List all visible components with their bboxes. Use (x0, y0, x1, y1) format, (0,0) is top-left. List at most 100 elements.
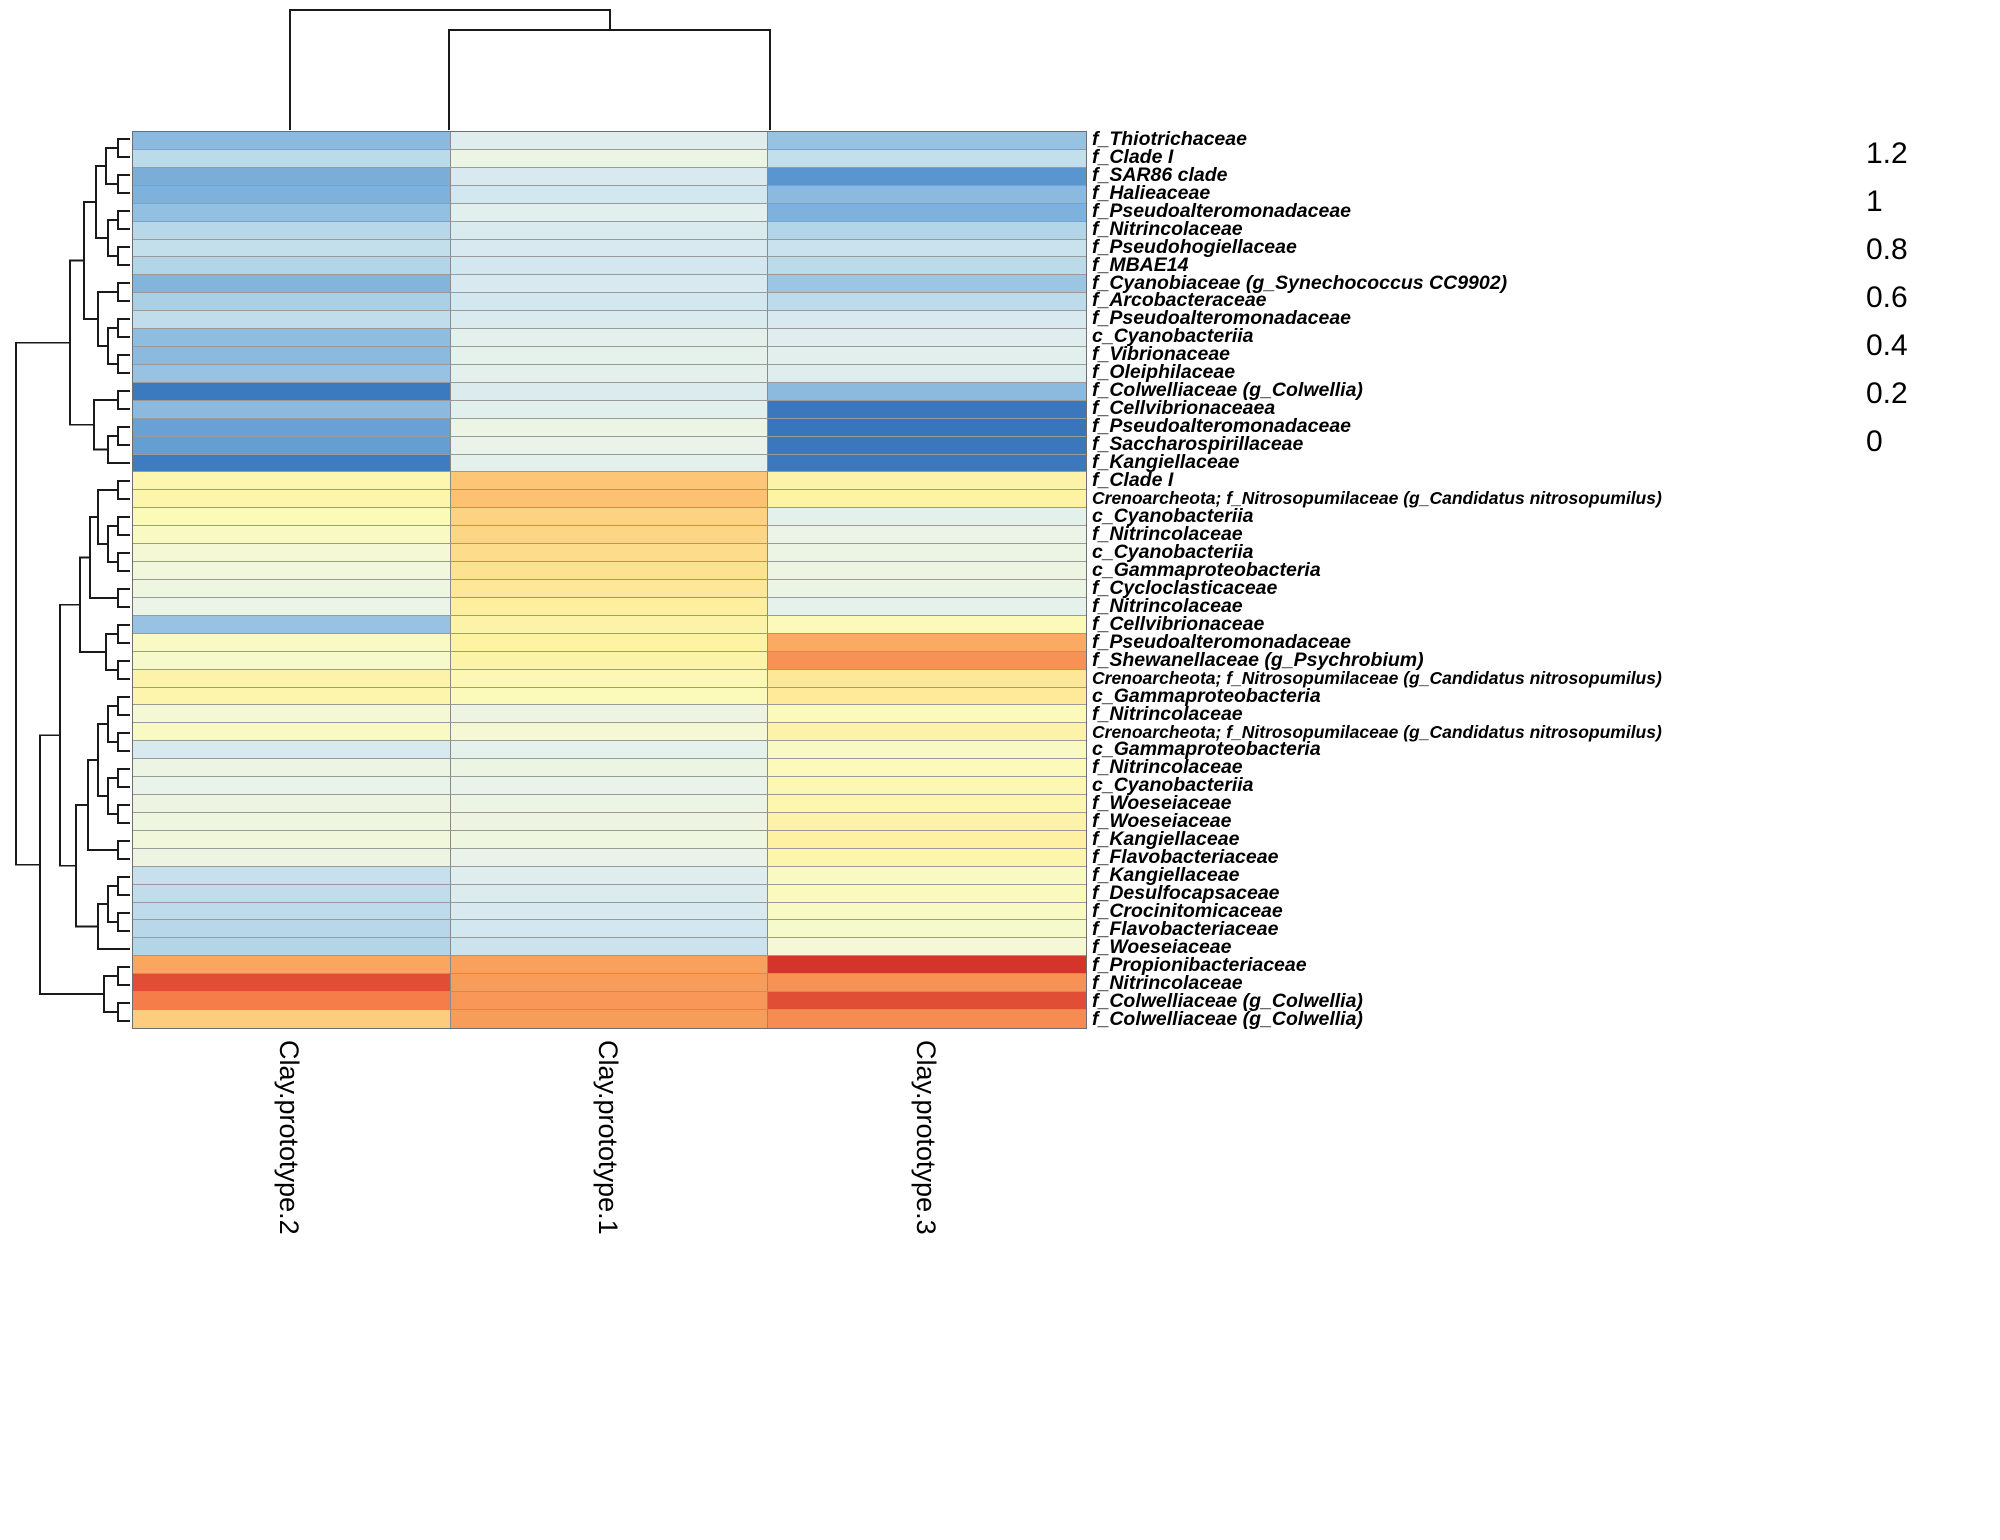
row-label: f_Crocinitomicaceae (1092, 900, 1283, 923)
heatmap-cell (133, 239, 451, 258)
heatmap-cell (450, 400, 769, 419)
heatmap-cell (768, 185, 1086, 204)
dendrogram-link (117, 354, 130, 374)
dendrogram-link (117, 426, 130, 446)
dendrogram-link (97, 903, 130, 950)
heatmap-cell (133, 436, 451, 455)
row-label: f_Colwelliaceae (g_Colwellia) (1092, 379, 1363, 402)
heatmap-cell (768, 239, 1086, 258)
dendrogram-link (117, 804, 130, 824)
heatmap-cell (768, 723, 1086, 742)
dendrogram-link (117, 318, 130, 338)
row-label: c_Cyanobacteriia (1092, 540, 1254, 563)
row-label: f_MBAE14 (1092, 253, 1189, 276)
dendrogram-link (107, 435, 130, 464)
dendrogram-link (59, 603, 80, 867)
heatmap-cell (133, 311, 451, 330)
row-label: f_Pseudoalteromonadaceae (1092, 630, 1352, 653)
heatmap-cell (450, 132, 769, 150)
dendrogram-link (117, 696, 130, 716)
row-label: f_Nitrincolaceae (1092, 756, 1243, 779)
row-label: f_Thiotrichaceae (1092, 127, 1247, 150)
row-label: f_Flavobacteriaceae (1092, 918, 1279, 941)
dendrogram-link (97, 723, 108, 797)
heatmap-cell (768, 884, 1086, 903)
heatmap-cell (768, 490, 1086, 509)
heatmap-cell (768, 454, 1086, 473)
heatmap-cell (133, 795, 451, 813)
dendrogram-link (93, 399, 118, 451)
heatmap-cell (768, 866, 1086, 885)
heatmap-grid (132, 131, 1087, 1029)
heatmap-cell (133, 902, 451, 921)
heatmap-cell (768, 938, 1086, 957)
heatmap-cell (133, 884, 451, 903)
row-label: f_Nitrincolaceae (1092, 702, 1243, 725)
heatmap-cell (768, 293, 1086, 312)
heatmap-cell (450, 669, 769, 688)
heatmap-cell (133, 544, 451, 563)
heatmap-cell (133, 132, 451, 150)
colorbar-tick-label: 0.4 (1866, 329, 1908, 362)
dendrogram-link (79, 556, 106, 653)
row-label: f_Saccharospirillaceae (1092, 433, 1304, 456)
row-label: f_Halieaceae (1092, 181, 1211, 204)
row-label: f_Colwelliaceae (g_Colwellia) (1092, 1007, 1363, 1030)
heatmap-cell (450, 311, 769, 330)
heatmap-cell (133, 472, 451, 491)
dendrogram-link (117, 174, 130, 194)
heatmap-cell (768, 848, 1086, 867)
dendrogram-link (117, 912, 130, 932)
heatmap-cell (450, 1010, 769, 1028)
dendrogram-link (117, 660, 130, 680)
row-label: f_Nitrincolaceae (1092, 594, 1243, 617)
heatmap-cell (450, 167, 769, 186)
row-label: Crenoarcheota; f_Nitrosopumilaceae (g_Ca… (1092, 667, 1662, 688)
heatmap-cell (450, 884, 769, 903)
row-label: f_Kangiellaceae (1092, 828, 1240, 851)
heatmap-cell (768, 149, 1086, 168)
dendrogram-link (117, 624, 130, 644)
heatmap-cell (768, 544, 1086, 563)
heatmap-cell (133, 185, 451, 204)
row-label: f_Nitrincolaceae (1092, 217, 1243, 240)
heatmap-cell (450, 544, 769, 563)
heatmap-cell (133, 633, 451, 652)
heatmap-cell (450, 938, 769, 957)
heatmap-cell (133, 741, 451, 760)
row-dendrogram (15, 138, 130, 1022)
heatmap-cell (133, 1010, 451, 1028)
heatmap-cell (133, 866, 451, 885)
dendrogram-link (117, 966, 130, 986)
heatmap-cell (133, 562, 451, 580)
heatmap-cell (133, 293, 451, 312)
heatmap-cell (450, 185, 769, 204)
row-label: f_SAR86 clade (1092, 163, 1228, 186)
heatmap-cell (768, 472, 1086, 491)
dendrogram-link (117, 480, 130, 500)
heatmap-cell (450, 866, 769, 885)
dendrogram-link (117, 210, 130, 230)
heatmap-cell (768, 615, 1086, 634)
heatmap-cell (450, 454, 769, 473)
heatmap-cell (450, 149, 769, 168)
row-label: f_Propionibacteriaceae (1092, 954, 1307, 976)
heatmap-cell (133, 382, 451, 401)
heatmap-cell (768, 992, 1086, 1011)
row-label: f_Nitrincolaceae (1092, 971, 1243, 994)
row-label: c_Cyanobacteriia (1092, 505, 1254, 527)
heatmap-cell (450, 221, 769, 240)
heatmap-cell (768, 902, 1086, 921)
row-label: f_Flavobacteriaceae (1092, 846, 1279, 869)
heatmap-cell (450, 580, 769, 598)
row-label: f_Woeseiaceae (1092, 936, 1232, 959)
dendrogram-link (117, 138, 130, 158)
dendrogram-link (117, 552, 130, 572)
heatmap-cell (450, 239, 769, 258)
dendrogram-link (117, 516, 130, 536)
heatmap-cell (450, 347, 769, 365)
heatmap-cell (450, 723, 769, 742)
heatmap-cell (768, 795, 1086, 813)
dendrogram-link (89, 516, 118, 599)
